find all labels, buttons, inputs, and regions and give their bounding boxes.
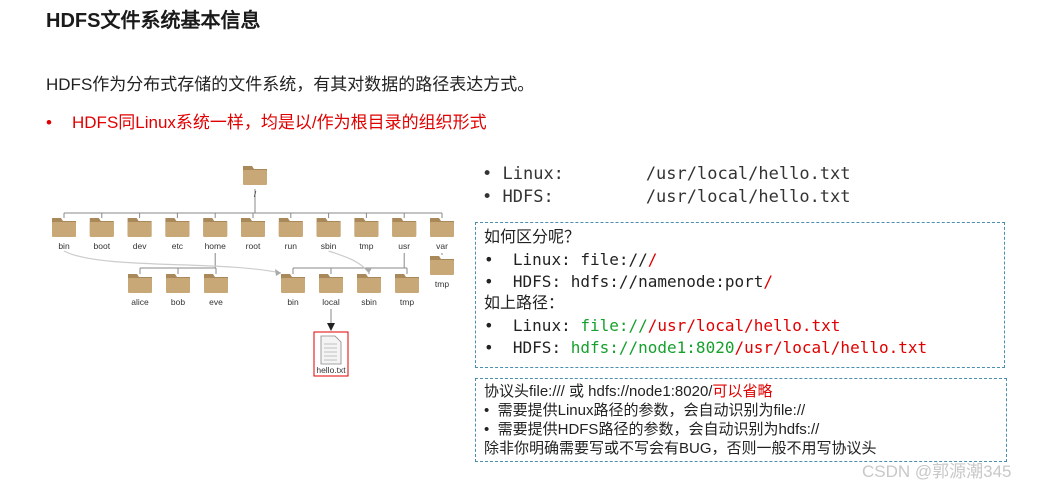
hdfs-root-slash: / (763, 272, 773, 291)
linux-protocol-line: • Linux: file:/// (484, 249, 996, 271)
linux-full-protocol: file:// (580, 316, 648, 335)
bug-warning-line: 除非你明确需要写或不写会有BUG，否则一般不用写协议头 (484, 440, 877, 457)
folder-icon-tmp: tmp (354, 218, 379, 251)
folder-icon-boot-label: boot (94, 241, 111, 251)
linux-full-path: /usr/local/hello.txt (647, 316, 841, 335)
hdfs-path-row: • HDFS: /usr/local/hello.txt (482, 186, 851, 209)
bullet-marker: • (482, 164, 493, 184)
hdfs-protocol-line: • HDFS: hdfs://namenode:port/ (484, 271, 996, 293)
intro-text: HDFS作为分布式存储的文件系统，有其对数据的路径表达方式。 (46, 75, 535, 94)
hdfs-full-protocol: hdfs://node1:8020 (570, 338, 735, 357)
hdfs-auto-text: 需要提供HDFS路径的参数，会自动识别为hdfs:// (497, 421, 820, 438)
linux-full-path-line: • Linux: file:///usr/local/hello.txt (484, 315, 996, 337)
root-folder-icon: / (243, 166, 267, 199)
watermark: CSDN @郭源潮345 (862, 462, 1012, 481)
folder-icon-usr: usr (392, 218, 417, 251)
linux-full-label: Linux: (512, 316, 581, 335)
folder-icon-usr-local-label: local (322, 297, 340, 307)
hdfs-protocol: hdfs://namenode:port (570, 272, 764, 291)
bullet-marker: • (484, 421, 490, 438)
folder-icon-var-tmp: tmp (430, 256, 454, 289)
folder-icon-root: root (241, 218, 265, 251)
folder-icon-usr-tmp: tmp (395, 274, 419, 307)
folder-icon-bin: bin (52, 218, 76, 251)
folder-icon-dev: dev (127, 218, 152, 251)
folder-icon-home-eve-label: eve (209, 297, 223, 307)
directory-tree-diagram: / bin boot dev etc home root run sbin tmp usr var al… (40, 155, 470, 380)
omission-line: 协议头file:/// 或 hdfs://node1:8020/可以省略 (484, 382, 998, 401)
folder-icon-var: var (430, 218, 454, 251)
file-label: hello.txt (316, 365, 346, 375)
folder-icon-etc-label: etc (172, 241, 184, 251)
folder-icon-home-eve: eve (204, 274, 228, 307)
bullet-marker: • (484, 316, 494, 335)
protocol-omission-box: 协议头file:/// 或 hdfs://node1:8020/可以省略 • 需… (475, 378, 1007, 462)
bullet-marker: • (484, 250, 494, 269)
omission-highlight: 可以省略 (712, 383, 773, 400)
folder-icon-home-bob: bob (166, 274, 190, 307)
folder-icon-root-label: root (246, 241, 261, 251)
bullet-marker: • (46, 113, 52, 132)
folder-icon-var-label: var (436, 241, 448, 251)
folder-icon-boot: boot (89, 218, 114, 251)
folder-icon-var-tmp-label: tmp (435, 279, 449, 289)
folder-icon-usr-sbin: sbin (357, 274, 381, 307)
folder-icon-home-alice: alice (128, 274, 152, 307)
hdfs-full-path-line: • HDFS: hdfs://node1:8020/usr/local/hell… (484, 337, 996, 359)
hdfs-path: /usr/local/hello.txt (645, 187, 851, 207)
linux-protocol: file:// (580, 250, 648, 269)
folder-icon-sbin: sbin (316, 218, 341, 251)
bullet-marker: • (484, 338, 494, 357)
folder-icon-usr-bin-label: bin (287, 297, 299, 307)
linux-auto-text: 需要提供Linux路径的参数，会自动识别为file:// (497, 402, 806, 419)
folder-icon-home-alice-label: alice (131, 297, 149, 307)
root-bullet: • HDFS同Linux系统一样，均是以/作为根目录的组织形式 (46, 108, 487, 133)
root-folder-icon-label: / (254, 189, 257, 199)
question-heading: 如何区分呢？ (484, 229, 581, 246)
folder-icon-usr-label: usr (398, 241, 410, 251)
path-examples: • Linux: /usr/local/hello.txt • HDFS: /u… (482, 163, 851, 209)
hdfs-protocol-label: HDFS: (512, 272, 571, 291)
folder-icon-usr-sbin-label: sbin (361, 297, 377, 307)
linux-root-slash: / (647, 250, 658, 269)
hdfs-full-path: /usr/local/hello.txt (734, 338, 928, 357)
folder-icon-home-label: home (205, 241, 227, 251)
linux-path: /usr/local/hello.txt (645, 164, 851, 184)
linux-protocol-label: Linux: (512, 250, 581, 269)
folder-icon-bin-label: bin (58, 241, 70, 251)
linux-label: Linux: (502, 164, 564, 184)
folder-icon-dev-label: dev (133, 241, 147, 251)
folder-icon-home-bob-label: bob (171, 297, 185, 307)
folder-icon-sbin-label: sbin (321, 241, 337, 251)
folder-icon-tmp-label: tmp (359, 241, 373, 251)
folder-icon-run: run (278, 218, 303, 251)
bullet-marker: • (482, 187, 493, 207)
hdfs-label: HDFS: (502, 187, 554, 207)
folder-icon-usr-local: local (319, 274, 343, 307)
file-icon: hello.txt (313, 331, 349, 377)
page-title: HDFS文件系统基本信息 (46, 10, 261, 32)
hdfs-auto-line: • 需要提供HDFS路径的参数，会自动识别为hdfs:// (484, 420, 998, 439)
linux-auto-line: • 需要提供Linux路径的参数，会自动识别为file:// (484, 401, 998, 420)
folder-icon-home: home (203, 218, 228, 251)
folder-icon-usr-tmp-label: tmp (400, 297, 414, 307)
folder-icon-run-label: run (285, 241, 298, 251)
omission-text: 协议头file:/// 或 hdfs://node1:8020/ (484, 383, 713, 400)
folder-icon-etc: etc (165, 218, 190, 251)
bullet-marker: • (484, 272, 494, 291)
linux-path-row: • Linux: /usr/local/hello.txt (482, 163, 851, 186)
protocol-explanation-box: 如何区分呢？ • Linux: file:/// • HDFS: hdfs://… (475, 222, 1005, 368)
example-heading: 如上路径： (484, 295, 565, 312)
folder-icon-usr-bin: bin (281, 274, 305, 307)
hdfs-full-label: HDFS: (512, 338, 571, 357)
root-bullet-text: HDFS同Linux系统一样，均是以/作为根目录的组织形式 (72, 113, 487, 132)
bullet-marker: • (484, 402, 490, 419)
